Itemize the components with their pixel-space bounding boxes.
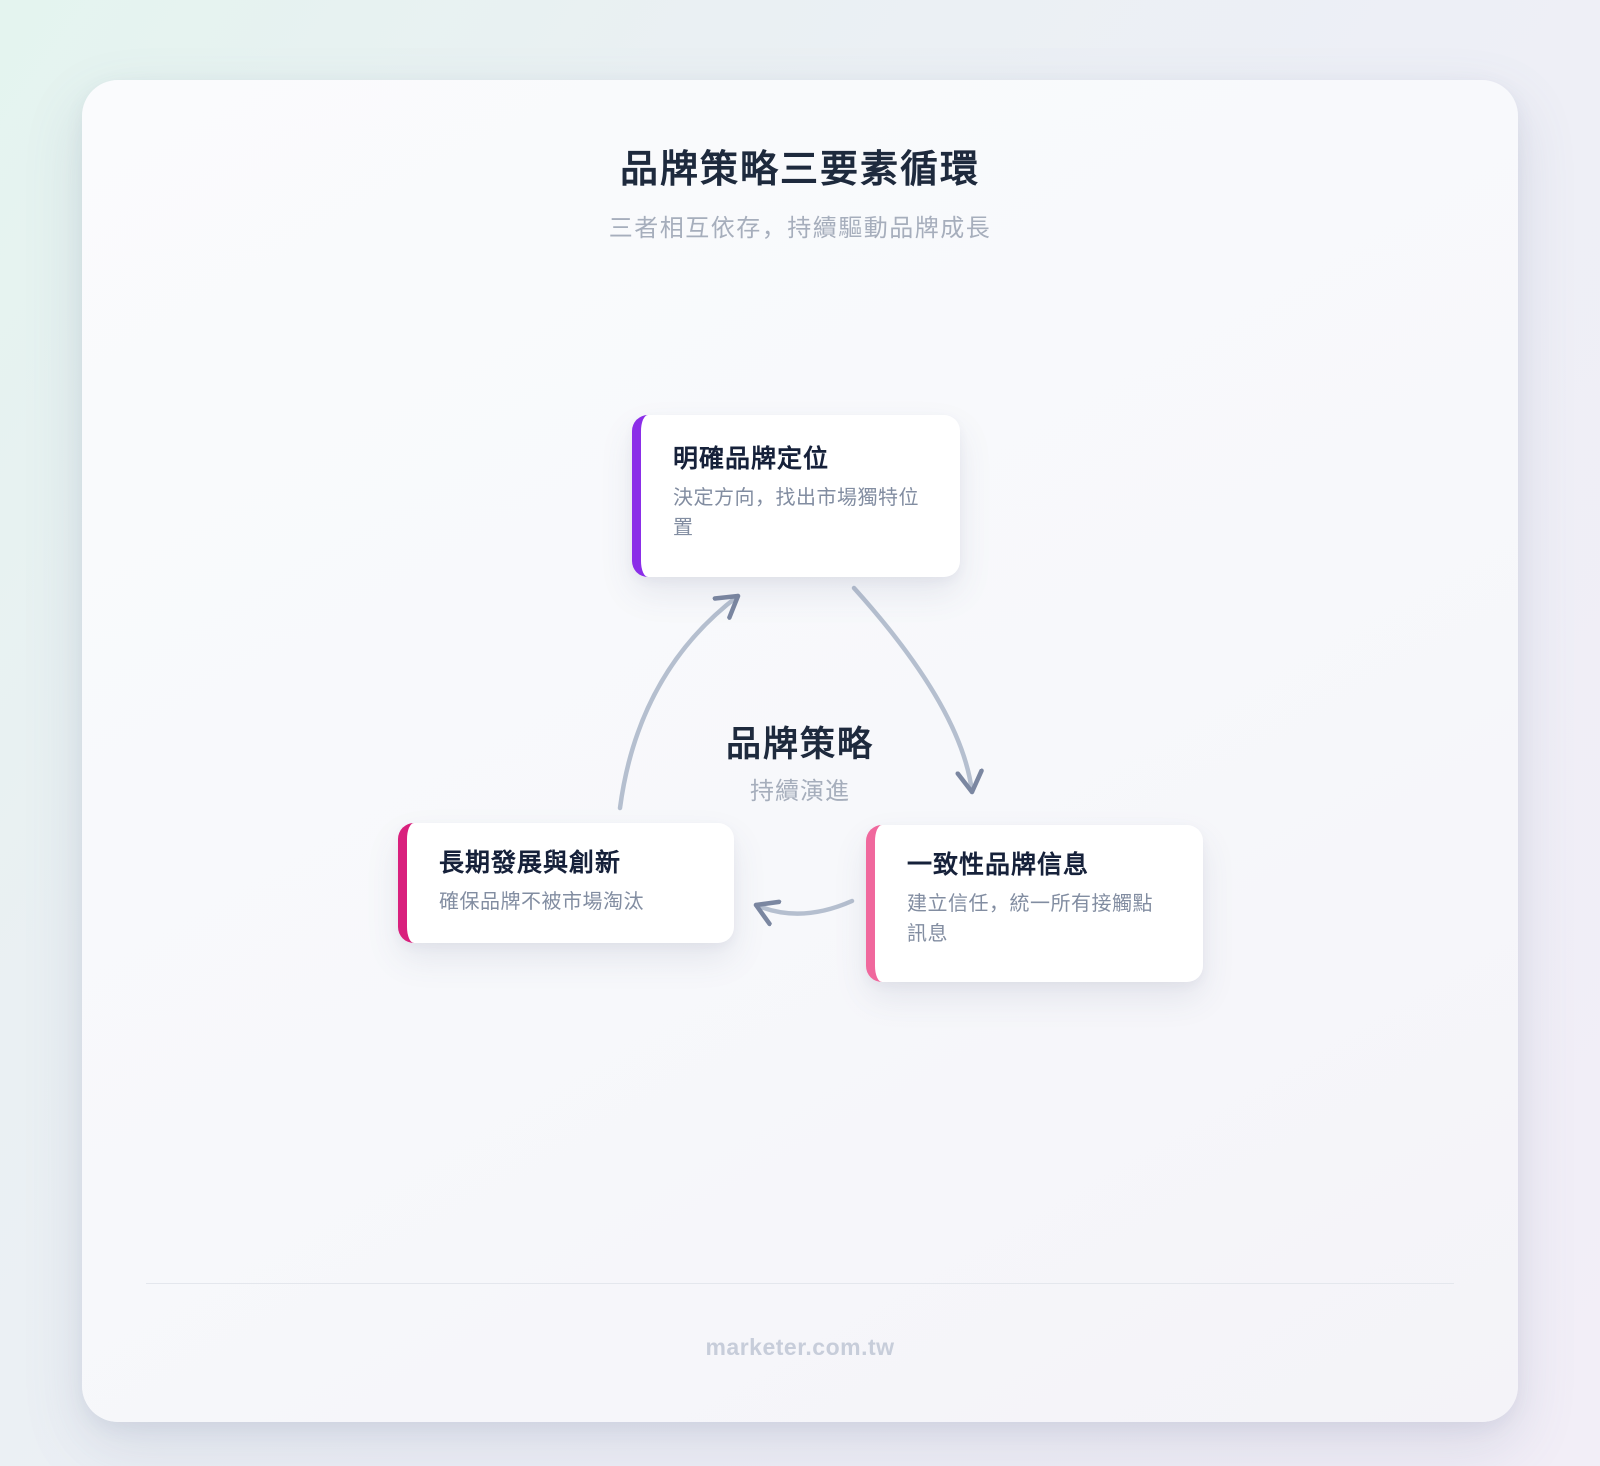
arrow-innovation-to-positioning <box>617 593 741 811</box>
node-description: 決定方向，找出市場獨特位置 <box>673 487 919 539</box>
infographic-card: 品牌策略三要素循環 三者相互依存，持續驅動品牌成長 明確品牌定位 決定方向，找出… <box>82 80 1518 1422</box>
node-title: 明確品牌定位 <box>673 445 830 473</box>
node-brand-consistency: 一致性品牌信息 建立信任，統一所有接觸點訊息 <box>866 825 1203 982</box>
arrow-consistency-to-innovation <box>753 898 855 914</box>
footer-divider <box>146 1283 1454 1284</box>
node-description: 建立信任，統一所有接觸點訊息 <box>907 893 1153 945</box>
node-description: 確保品牌不被市場淘汰 <box>439 891 644 913</box>
node-longterm-innovation: 長期發展與創新 確保品牌不被市場淘汰 <box>398 823 734 943</box>
page-title: 品牌策略三要素循環 <box>619 149 980 191</box>
node-brand-positioning: 明確品牌定位 決定方向，找出市場獨特位置 <box>632 415 960 577</box>
cycle-center-title: 品牌策略 <box>725 725 874 764</box>
footer-site-label: marketer.com.tw <box>705 1334 895 1360</box>
node-title: 一致性品牌信息 <box>907 851 1090 879</box>
page-subtitle: 三者相互依存，持續驅動品牌成長 <box>608 215 992 242</box>
cycle-center-subtitle: 持續演進 <box>750 778 850 805</box>
node-title: 長期發展與創新 <box>439 849 622 877</box>
